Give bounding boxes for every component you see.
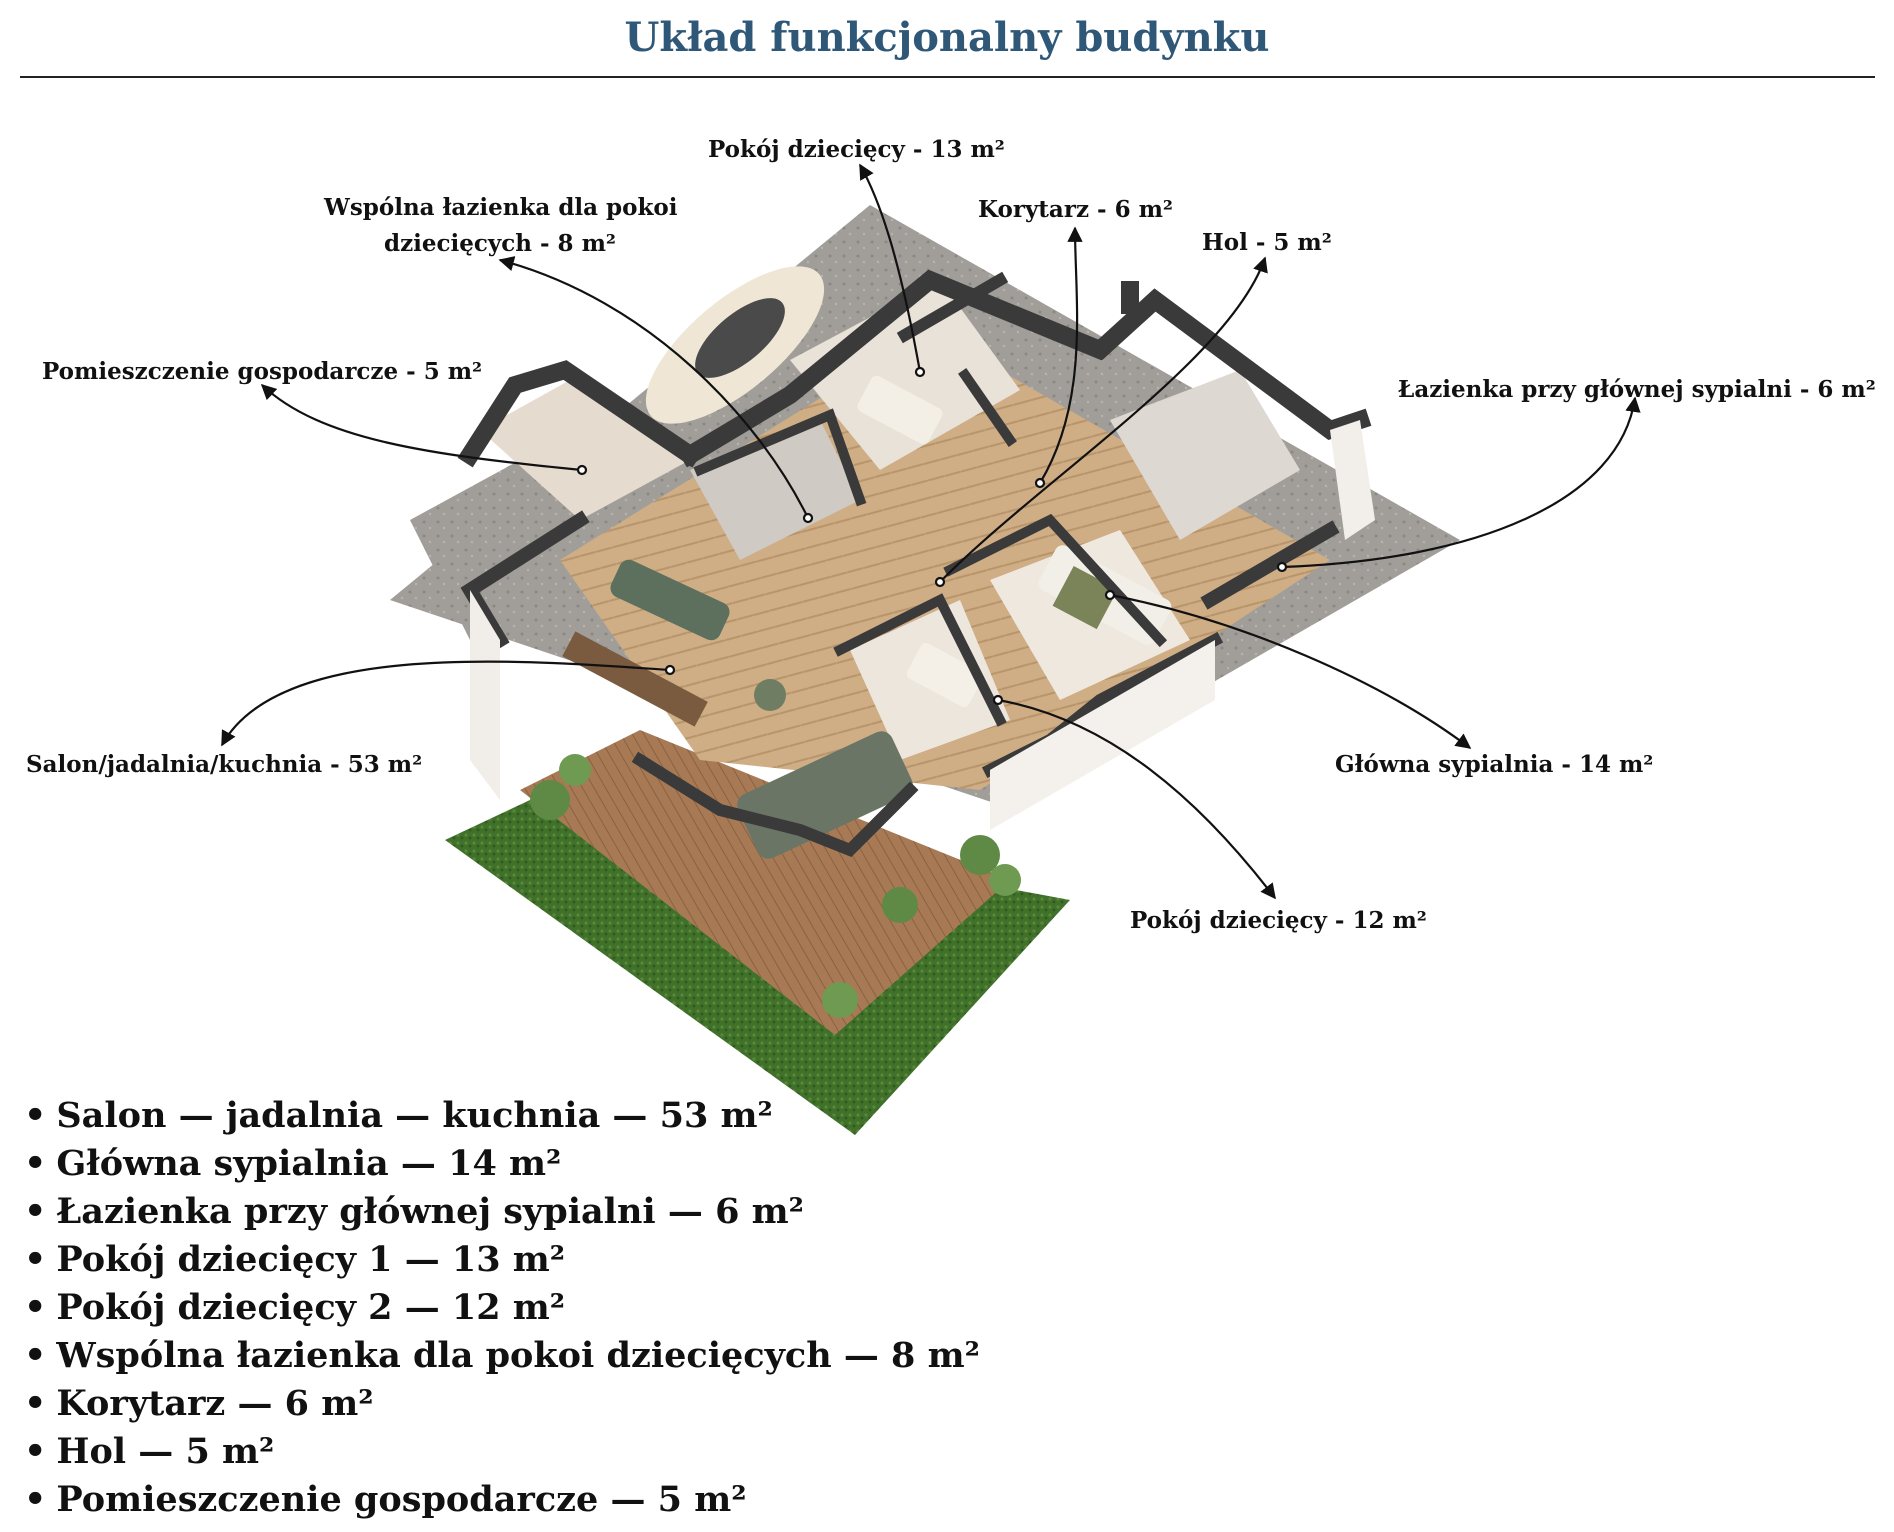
callout-pomieszczenie-gospodarcze: Pomieszczenie gospodarcze - 5 m²	[42, 358, 483, 385]
title-divider	[20, 76, 1875, 78]
list-item: Wspólna łazienka dla pokoi dziecięcych —…	[24, 1332, 980, 1380]
callout-lazienka-glowna-sypialnia: Łazienka przy głównej sypialni - 6 m²	[1398, 376, 1876, 403]
room-summary-list: Salon — jadalnia — kuchnia — 53 m² Główn…	[24, 1092, 980, 1524]
callout-line: Wspólna łazienka dla pokoi	[324, 194, 678, 221]
callout-pokoj-dzieciecy-12: Pokój dziecięcy - 12 m²	[1130, 907, 1427, 934]
callout-glowna-sypialnia: Główna sypialnia - 14 m²	[1335, 751, 1654, 778]
list-item: Główna sypialnia — 14 m²	[24, 1140, 980, 1188]
page-title: Układ funkcjonalny budynku	[624, 14, 1270, 61]
list-item: Korytarz — 6 m²	[24, 1380, 980, 1428]
callout-hol: Hol - 5 m²	[1202, 229, 1332, 256]
car	[645, 266, 825, 424]
plants	[530, 754, 1021, 1018]
list-item: Salon — jadalnia — kuchnia — 53 m²	[24, 1092, 980, 1140]
callout-salon-jadalnia-kuchnia: Salon/jadalnia/kuchnia - 53 m²	[26, 751, 423, 778]
callout-pokoj-dzieciecy-13: Pokój dziecięcy - 13 m²	[708, 136, 1005, 163]
callout-korytarz: Korytarz - 6 m²	[978, 196, 1173, 223]
list-item: Pokój dziecięcy 1 — 13 m²	[24, 1236, 980, 1284]
list-item: Pomieszczenie gospodarcze — 5 m²	[24, 1476, 980, 1524]
terrace-deck	[520, 730, 1010, 1035]
leader-lines	[221, 163, 1641, 900]
callout-line: dziecięcych - 8 m²	[384, 230, 616, 257]
list-item: Łazienka przy głównej sypialni — 6 m²	[24, 1188, 980, 1236]
callout-wspolna-lazienka: Wspólna łazienka dla pokoi dziecięcych -…	[324, 190, 678, 262]
wall-faces	[470, 420, 1375, 830]
list-item: Pokój dziecięcy 2 — 12 m²	[24, 1284, 980, 1332]
list-item: Hol — 5 m²	[24, 1428, 980, 1476]
